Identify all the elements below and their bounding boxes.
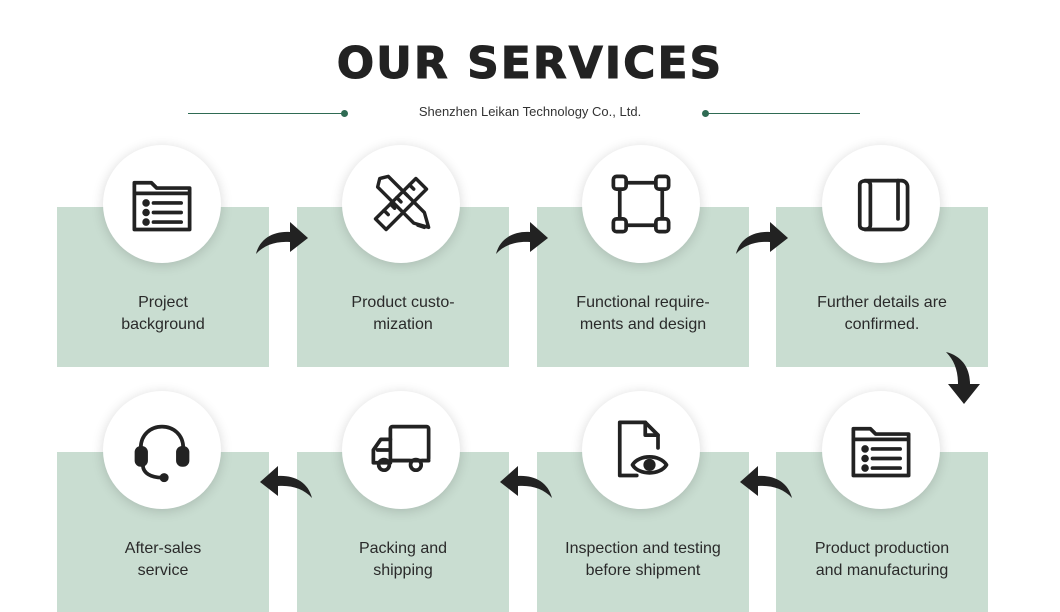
arrow-left-icon (500, 466, 552, 498)
step-icon-circle-6 (582, 391, 700, 509)
arrow-down-icon (946, 352, 980, 404)
arrow-right-icon (256, 222, 308, 254)
step-label-1: Project background (121, 294, 205, 333)
step-label-6: Inspection and testing before shipment (565, 540, 721, 579)
step-icon-circle-8 (103, 391, 221, 509)
delivery-truck-icon (371, 424, 431, 473)
step-icon-circle-3 (582, 145, 700, 263)
step-label-7: Packing and shipping (358, 540, 448, 579)
step-icon-circle-4 (822, 145, 940, 263)
step-icon-circle-7 (342, 391, 460, 509)
divider-left (188, 113, 344, 114)
step-label-8: After-sales service (124, 540, 202, 579)
step-label-5: Product production and manufacturing (814, 540, 950, 579)
arrow-left-icon (740, 466, 792, 498)
arrow-right-icon (496, 222, 548, 254)
arrow-right-icon (736, 222, 788, 254)
pencil-ruler-icon (373, 174, 431, 232)
step-icon-circle-5 (822, 391, 940, 509)
divider-right (706, 113, 860, 114)
headset-icon (134, 424, 190, 483)
document-eye-icon (617, 420, 669, 478)
step-icon-circle-2 (342, 145, 460, 263)
subtitle-row: Shenzhen Leikan Technology Co., Ltd. (0, 104, 1060, 124)
blueprint-scroll-icon (857, 178, 910, 232)
step-icon-circle-1 (103, 145, 221, 263)
divider-dot-left (341, 110, 348, 117)
divider-dot-right (702, 110, 709, 117)
arrow-left-icon (260, 466, 312, 498)
folder-list-icon (851, 426, 911, 478)
page-title: OUR SERVICES (336, 38, 724, 90)
step-label-3: Functional require- ments and design (576, 294, 710, 333)
folder-list-icon (132, 180, 192, 232)
step-label-2: Product custo- mization (351, 294, 455, 333)
step-label-4: Further details are confirmed. (817, 294, 947, 333)
company-subtitle: Shenzhen Leikan Technology Co., Ltd. (418, 104, 642, 119)
vector-frame-icon (611, 174, 671, 234)
